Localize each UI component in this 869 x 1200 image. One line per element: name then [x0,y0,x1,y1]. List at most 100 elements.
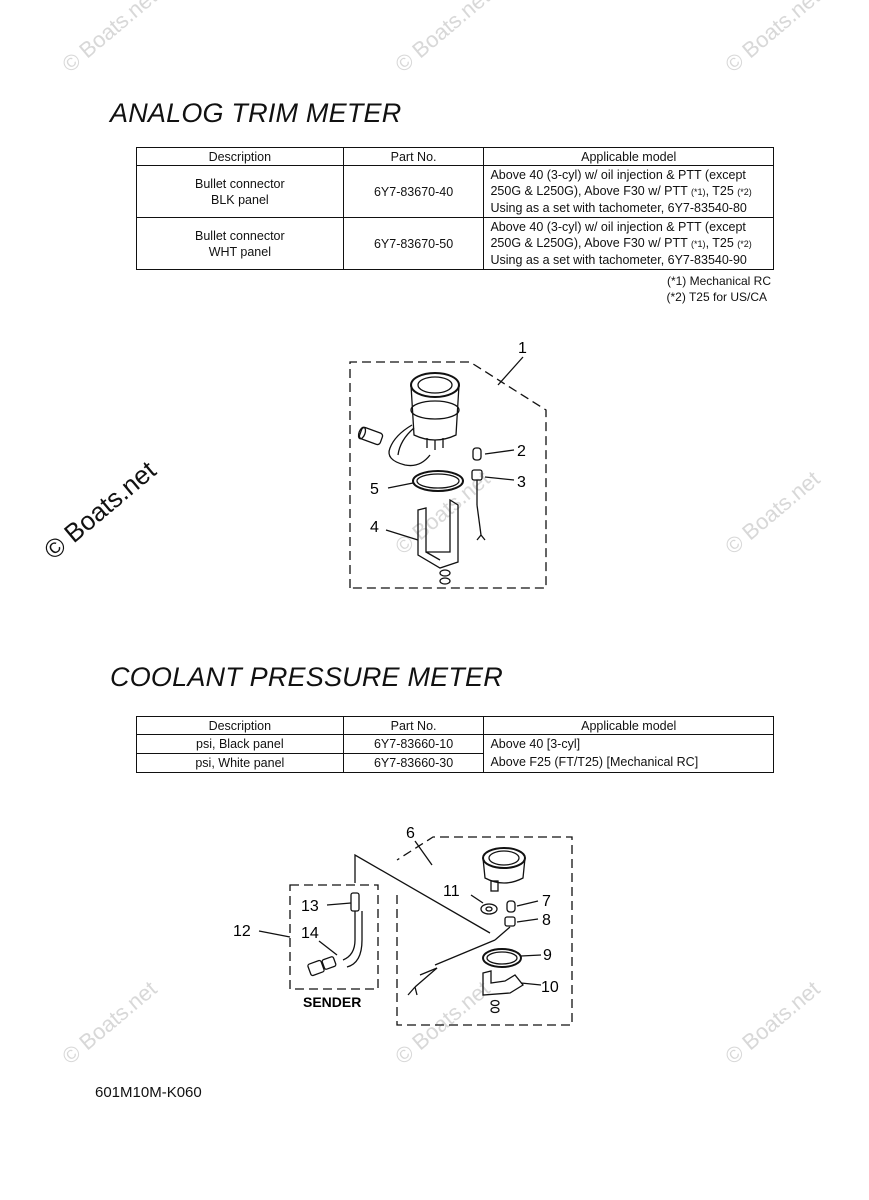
sender-frame [289,884,379,990]
leader-line [387,482,414,489]
column-header: Applicable model [483,716,774,735]
callout-number: 4 [370,519,379,536]
leader-line [258,930,291,938]
model-text: 250G & L250G), Above F30 w/ PTT [490,184,692,198]
model-line: 250G & L250G), Above F30 w/ PTT (*1), T2… [490,183,767,200]
callout-number: 10 [541,979,559,996]
group-frame [396,836,573,1026]
watermark: © Boats.net [720,465,825,560]
table-row: Bullet connector BLK panel 6Y7-83670-40 … [136,165,774,218]
model-line: 250G & L250G), Above F30 w/ PTT (*1), T2… [490,235,767,252]
description-cell: Bullet connector BLK panel [136,165,344,218]
leader-line [484,449,515,455]
model-cell: Above 40 (3-cyl) w/ oil injection & PTT … [483,165,774,218]
trim-parts-table: Description Part No. Applicable model Bu… [136,147,774,270]
part-number-cell: 6Y7-83660-30 [342,753,485,773]
description-line: WHT panel [208,244,271,259]
model-cell: Above F25 (FT/T25) [Mechanical RC] [483,753,774,773]
gauge-icon [482,847,526,892]
sender-label: SENDER [303,994,361,1010]
description-line: Bullet connector [195,228,285,243]
footnote-ref: (*2) [737,187,752,197]
description-cell: Bullet connector WHT panel [136,217,344,270]
model-cell: Above 40 (3-cyl) w/ oil injection & PTT … [483,217,774,270]
leader-line [520,954,542,957]
callout-number: 14 [301,925,319,942]
column-header: Description [136,716,344,735]
callout-number: 11 [443,883,460,900]
section-title-coolant: COOLANT PRESSURE METER [110,662,503,692]
gauge-icon [357,372,460,467]
coolant-parts-table: Description Part No. Applicable model ps… [136,716,774,773]
footnote: (*2) T25 for US/CA [666,290,767,304]
nut-icon [480,903,498,915]
leader-line [385,529,419,541]
table-row: psi, Black panel 6Y7-83660-10 Above 40 [… [136,734,774,754]
bullet-connector-icon [506,900,516,913]
callout-number: 5 [370,481,379,498]
footnote-ref: (*1) [691,187,706,197]
part-number-cell: 6Y7-83670-40 [342,165,485,218]
leader-line [414,840,433,866]
callout-number: 3 [517,474,526,491]
model-text: , T25 [705,184,738,198]
leader-line [516,900,539,907]
ring-icon [412,470,464,492]
wire-icon [407,926,511,996]
leader-line [470,894,484,904]
bracket-icon [482,970,524,1014]
footnote-ref: (*2) [737,239,752,249]
footnote-ref: (*1) [691,239,706,249]
column-header: Part No. [342,716,485,735]
footnote: (*1) Mechanical RC [666,274,771,288]
trim-meter-diagram: 1 2 3 4 5 [349,340,547,589]
watermark: © Boats.net [390,0,495,78]
ring-icon [482,948,522,968]
fitting-icon [307,956,337,977]
callout-number: 8 [542,912,551,929]
model-cell: Above 40 [3-cyl] [483,734,774,754]
watermark: © Boats.net [720,0,825,78]
callout-number: 2 [517,443,526,460]
watermark: © Boats.net [57,0,162,78]
callout-number: 13 [301,898,319,915]
leader-line [318,940,338,956]
model-line: Above 40 (3-cyl) w/ oil injection & PTT … [490,220,746,234]
description-cell: psi, White panel [136,753,344,773]
leader-line [520,982,542,986]
table-header-row: Description Part No. Applicable model [136,147,774,166]
bullet-connector-icon [472,447,482,461]
hose-icon [342,892,363,968]
part-number-cell: 6Y7-83660-10 [342,734,485,754]
watermark: © Boats.net [720,975,825,1070]
model-line: Using as a set with tachometer, 6Y7-8354… [490,201,747,215]
column-header: Part No. [342,147,485,166]
table-row: psi, White panel 6Y7-83660-30 Above F25 … [136,753,774,773]
model-text: , T25 [705,236,738,250]
column-header: Description [136,147,344,166]
callout-number: 12 [233,923,251,940]
document-code: 601M10M-K060 [95,1084,202,1101]
column-header: Applicable model [483,147,774,166]
hose-line [354,853,491,934]
watermark: © Boats.net [57,975,162,1070]
description-line: Bullet connector [195,176,285,191]
leader-line [497,356,524,386]
description-cell: psi, Black panel [136,734,344,754]
description-line: BLK panel [210,192,269,207]
callout-number: 9 [543,947,552,964]
section-title-trim: ANALOG TRIM METER [110,98,402,128]
part-number-cell: 6Y7-83670-50 [342,217,485,270]
group-frame [349,361,547,589]
table-row: Bullet connector WHT panel 6Y7-83670-50 … [136,217,774,270]
watermark: © Boats.net [37,454,162,566]
leader-line [326,902,352,906]
sleeve-icon [471,469,486,541]
callout-number: 7 [542,893,551,910]
table-header-row: Description Part No. Applicable model [136,716,774,735]
model-text: 250G & L250G), Above F30 w/ PTT [490,236,692,250]
model-line: Using as a set with tachometer, 6Y7-8354… [490,253,747,267]
leader-line [516,918,539,923]
callout-number: 1 [518,340,527,357]
leader-line [484,476,515,481]
